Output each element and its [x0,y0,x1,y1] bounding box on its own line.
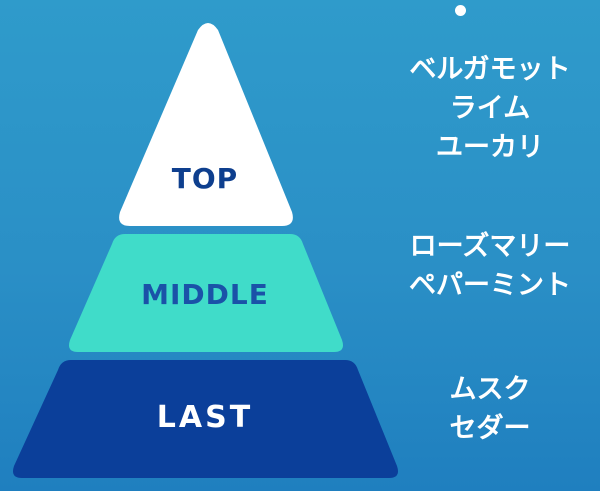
bullet-dot-icon [455,5,466,16]
middle-tier-label: MIDDLE [141,278,269,311]
middle-note-item: ローズマリー [409,231,571,262]
middle-tier-shape [69,234,343,352]
last-tier-shape [13,360,398,478]
top-note-item: ベルガモット [409,54,571,85]
top-tier-label: TOP [171,162,239,195]
top-notes-list: ベルガモット ライム ユーカリ [390,50,590,167]
middle-note-item: ペパーミント [409,270,571,301]
top-tier-shape [119,23,293,226]
middle-notes-list: ローズマリー ペパーミント [390,227,590,305]
last-notes-list: ムスク セダー [390,370,590,448]
top-note-item: ユーカリ [436,132,544,163]
last-note-item: セダー [449,413,531,444]
top-note-item: ライム [449,93,531,124]
last-tier-label: LAST [156,400,254,435]
last-note-item: ムスク [449,374,531,405]
